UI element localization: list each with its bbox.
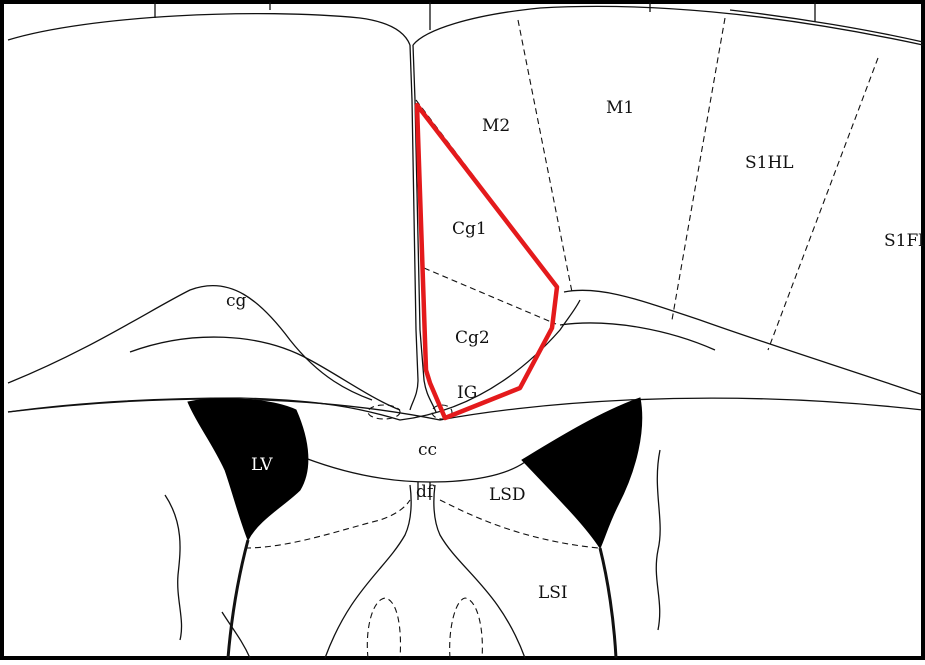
label-cc: cc — [418, 440, 437, 460]
corpus-callosum-lower — [305, 458, 525, 482]
label-lsi: LSI — [538, 583, 568, 603]
lower-dashed-oval-right — [450, 598, 483, 658]
boundary-m1-s1hl — [672, 18, 725, 320]
highlighted-cingulate-region — [417, 105, 557, 418]
lateral-ventricle-right — [522, 398, 642, 548]
label-cg2: Cg2 — [455, 328, 490, 348]
label-s1fl: S1Fl — [884, 231, 924, 251]
right-inner-arc — [560, 323, 715, 350]
cortex-lower-border-right — [564, 290, 923, 395]
boundary-m2-m1 — [518, 20, 572, 292]
label-ig: IG — [457, 383, 477, 403]
lower-left-arc — [222, 612, 250, 658]
boundary-s1hl-s1fl — [768, 58, 878, 350]
cortex-lower-border-left — [8, 286, 372, 400]
midline-fissure-left — [410, 45, 418, 410]
lateral-ventricle-left — [188, 399, 308, 540]
label-cg1: Cg1 — [452, 219, 487, 239]
label-lsd: LSD — [489, 485, 526, 505]
boundary-cg1-cg2 — [424, 268, 556, 324]
label-df: df — [416, 482, 435, 502]
label-lv: LV — [251, 455, 273, 475]
left-striatum-contour — [165, 495, 182, 640]
left-lateral-wall — [228, 540, 248, 658]
right-striatum-contour — [656, 450, 660, 630]
right-hemisphere-surface — [413, 6, 923, 45]
label-m1: M1 — [606, 98, 634, 118]
left-hemisphere-surface — [8, 14, 410, 45]
septum-right-outline — [434, 485, 525, 658]
lower-dashed-oval-left — [367, 598, 400, 658]
label-cg: cg — [226, 291, 247, 311]
label-s1hl: S1HL — [745, 153, 794, 173]
label-m2: M2 — [482, 116, 510, 136]
right-lateral-wall — [600, 548, 616, 658]
